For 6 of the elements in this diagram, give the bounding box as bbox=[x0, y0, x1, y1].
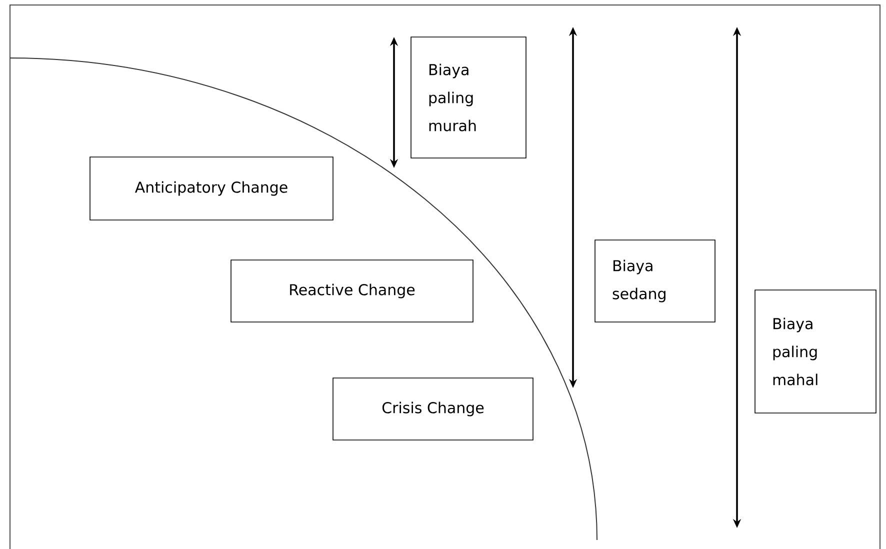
change-box: Anticipatory Change bbox=[90, 156, 334, 220]
cost-box: Biaya sedang bbox=[594, 240, 716, 322]
change-box: Crisis Change bbox=[332, 378, 534, 440]
cost-box: Biaya paling mahal bbox=[754, 290, 876, 414]
change-box: Reactive Change bbox=[230, 260, 474, 322]
cost-box: Biaya paling murah bbox=[410, 36, 526, 158]
